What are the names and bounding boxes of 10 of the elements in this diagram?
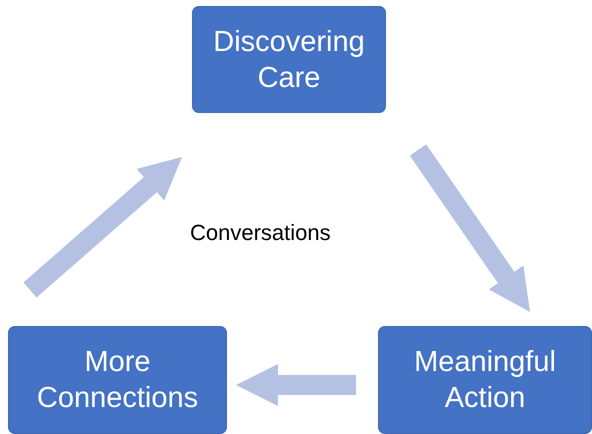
process-box: [378, 326, 592, 434]
node-label: More Connections: [36, 345, 200, 416]
process-box: [192, 6, 386, 113]
process-box: [8, 326, 227, 434]
center-label: Conversations: [190, 220, 331, 246]
node-label: Discovering Care: [212, 24, 366, 96]
block-arrow: [23, 157, 182, 298]
block-arrow: [236, 364, 356, 406]
node-label: Meaningful Action: [413, 345, 557, 416]
block-arrow: [410, 144, 530, 312]
